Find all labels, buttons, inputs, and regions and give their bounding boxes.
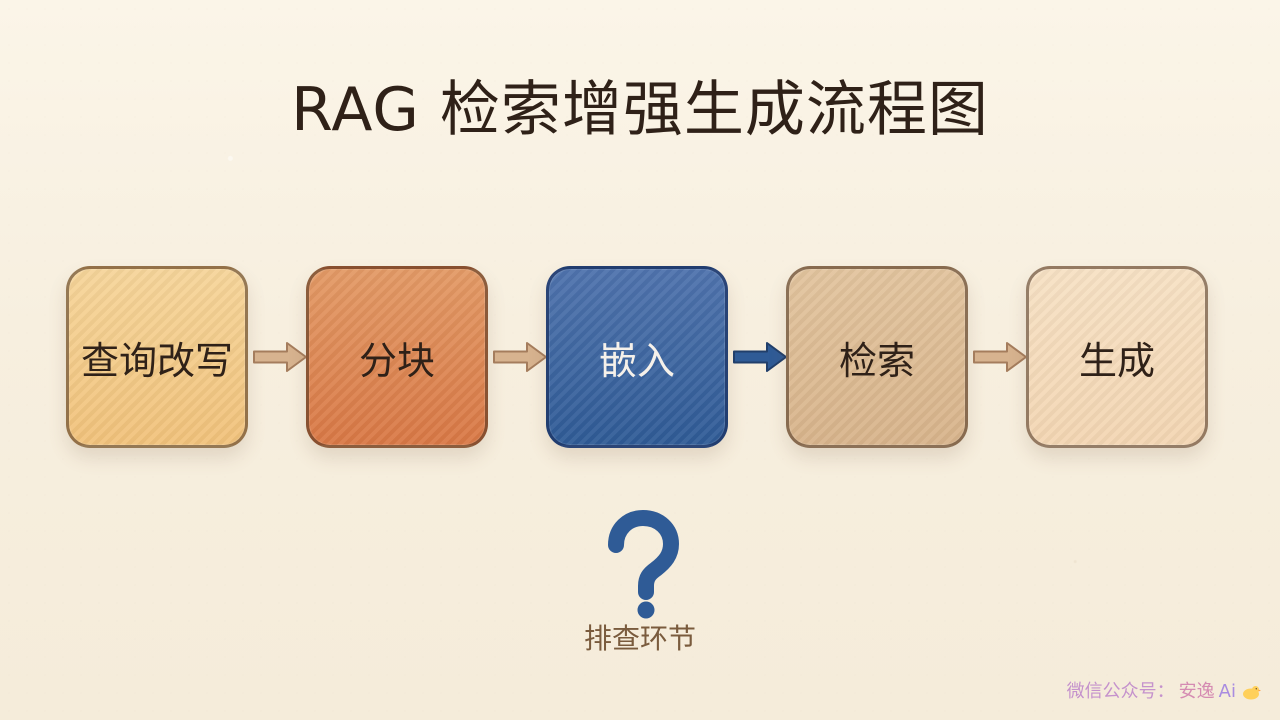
- flow-step-label: 分块: [358, 338, 435, 383]
- diagram-title: RAG 检索增强生成流程图: [291, 75, 989, 145]
- rag-flow: 查询改写 分块 嵌入 检索 生成: [66, 266, 1216, 466]
- watermark-suffix: Ai: [1218, 681, 1236, 702]
- flow-step-retrieval: 检索: [786, 266, 968, 448]
- flow-step-label: 嵌入: [598, 338, 675, 383]
- question-mark-icon: [580, 506, 700, 626]
- flow-step-generation: 生成: [1026, 266, 1208, 448]
- arrow-right-icon: [252, 338, 310, 376]
- flow-step-query-rewrite: 查询改写: [66, 266, 248, 448]
- duck-icon: [1240, 683, 1262, 701]
- watermark: 微信公众号： 安逸 Ai: [1067, 682, 1262, 702]
- flow-step-label: 检索: [838, 338, 915, 383]
- flow-step-chunking: 分块: [306, 266, 488, 448]
- arrow-right-icon: [732, 338, 790, 376]
- watermark-brand: 安逸: [1178, 681, 1215, 702]
- watermark-prefix: 微信公众号：: [1066, 681, 1175, 702]
- check-step-label: 排查环节: [583, 622, 696, 655]
- flow-step-embedding: 嵌入: [546, 266, 728, 448]
- flow-step-label: 查询改写: [80, 338, 233, 383]
- arrow-right-icon: [972, 338, 1030, 376]
- arrow-right-icon: [492, 338, 550, 376]
- flow-step-label: 生成: [1078, 338, 1155, 383]
